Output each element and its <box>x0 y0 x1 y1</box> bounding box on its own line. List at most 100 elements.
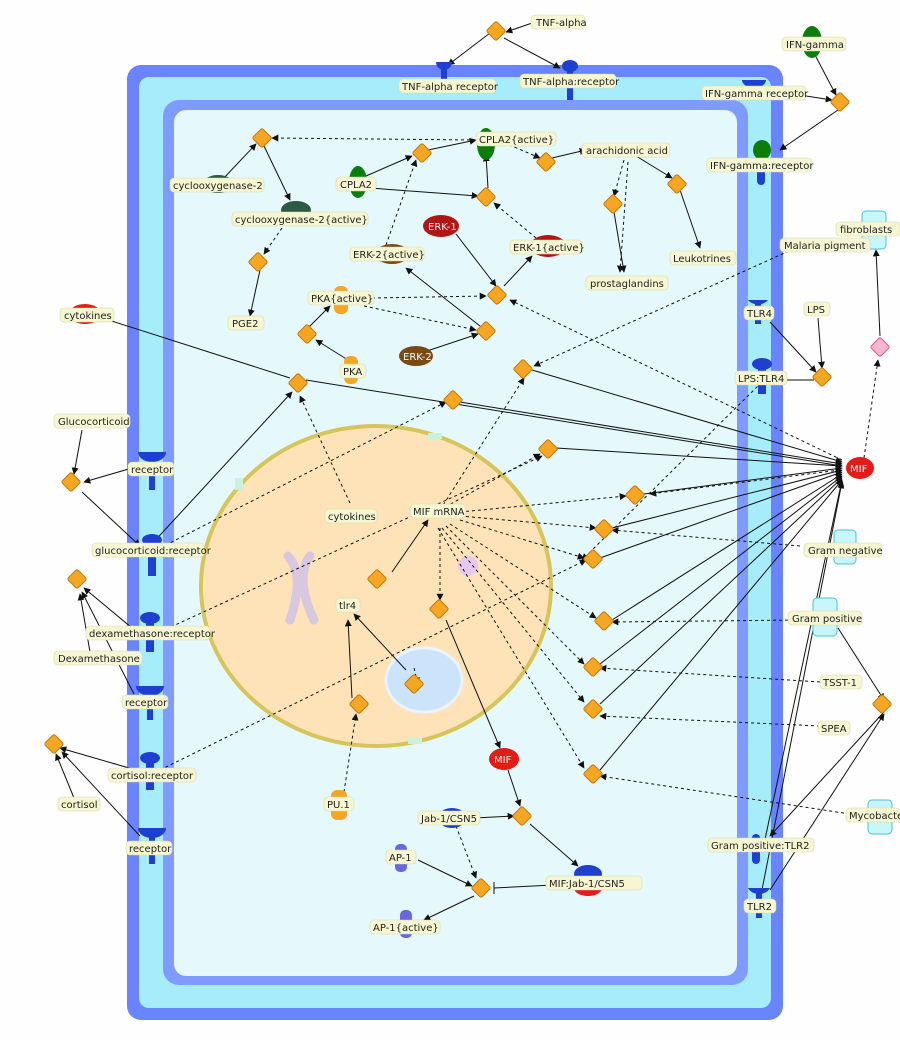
process-node <box>252 128 272 148</box>
svg-text:MIF:Jab-1/CSN5: MIF:Jab-1/CSN5 <box>549 879 625 890</box>
svg-text:fibroblasts: fibroblasts <box>840 225 892 236</box>
process-node <box>486 21 506 41</box>
svg-text:Gram negative: Gram negative <box>808 546 883 557</box>
svg-text:ERK-2{active}: ERK-2{active} <box>353 250 425 261</box>
svg-text:tlr4: tlr4 <box>339 601 356 612</box>
nuclear-pore <box>428 433 442 439</box>
svg-text:SPEA: SPEA <box>821 724 847 735</box>
label-fibroblasts: fibroblasts <box>835 221 900 237</box>
svg-text:MIF: MIF <box>494 755 512 766</box>
svg-text:cytokines: cytokines <box>328 512 376 523</box>
process-node <box>44 734 64 754</box>
label-ap1-active: AP-1{active} <box>369 919 441 935</box>
process-node <box>583 657 603 677</box>
process-node <box>476 321 496 341</box>
process-node <box>583 764 603 784</box>
svg-text:TLR2: TLR2 <box>746 902 772 913</box>
process-node <box>513 359 533 379</box>
label-erk1-active: ERK-1{active} <box>509 239 585 255</box>
label-spea: SPEA <box>817 720 851 736</box>
svg-text:PKA{active}: PKA{active} <box>311 294 373 305</box>
label-glucocorticoid: Glucocorticoid <box>53 413 131 429</box>
label-cortisol-receptor: cortisol:receptor <box>107 767 197 783</box>
svg-text:glucocorticoid:receptor: glucocorticoid:receptor <box>95 546 212 557</box>
label-lps: LPS <box>803 301 831 317</box>
label-ap1: AP-1 <box>385 849 417 865</box>
label-mif-center: MIF <box>494 755 512 766</box>
process-node <box>487 285 507 305</box>
label-gram-positive-tlr2: Gram positive:TLR2 <box>707 837 815 853</box>
svg-text:TNF-alpha: TNF-alpha <box>535 18 587 29</box>
svg-text:cyclooxygenase-2: cyclooxygenase-2 <box>173 181 263 192</box>
label-cortisol: cortisol <box>57 796 101 812</box>
svg-text:ERK-2: ERK-2 <box>403 352 432 363</box>
svg-text:MIF: MIF <box>850 464 868 475</box>
nucleolus <box>384 646 464 714</box>
label-glucocorticoid-receptor: glucocorticoid:receptor <box>91 542 212 558</box>
svg-text:CPLA2: CPLA2 <box>340 180 372 191</box>
receptor-tnf-left <box>436 62 452 80</box>
process-node <box>583 699 603 719</box>
label-prostaglandins: prostaglandins <box>585 275 669 291</box>
erk2-shape <box>399 346 433 366</box>
svg-text:PGE2: PGE2 <box>232 319 258 330</box>
chromosome-icon <box>283 551 319 625</box>
process-node <box>512 806 532 826</box>
process-node <box>67 569 87 589</box>
process-node <box>412 143 432 163</box>
process-node <box>594 611 614 631</box>
label-ifn-gamma-receptor-complex: IFN-gamma:receptor <box>706 157 814 173</box>
process-node <box>594 519 614 539</box>
process-node <box>429 599 449 619</box>
process-node <box>583 549 603 569</box>
svg-text:Malaria pigment: Malaria pigment <box>784 241 866 252</box>
label-erk2: ERK-2 <box>403 352 432 363</box>
label-arachidonic-acid: arachidonic acid <box>581 142 671 158</box>
labels: TNF-alpha TNF-alpha receptor TNF-alpha:r… <box>53 14 900 935</box>
svg-text:Gram positive: Gram positive <box>792 614 862 625</box>
label-jab1-csn5: Jab-1/CSN5 <box>417 810 481 826</box>
svg-text:AP-1: AP-1 <box>389 853 412 864</box>
process-node <box>870 337 890 357</box>
svg-text:MIF mRNA: MIF mRNA <box>413 507 465 518</box>
process-node <box>667 174 687 194</box>
svg-text:LPS:TLR4: LPS:TLR4 <box>738 374 784 385</box>
mif-right-shape <box>846 457 874 479</box>
svg-text:Glucocorticoid: Glucocorticoid <box>58 417 130 428</box>
process-node <box>404 674 424 694</box>
process-node <box>538 439 558 459</box>
label-tlr2: TLR2 <box>743 898 777 914</box>
svg-text:TSST-1: TSST-1 <box>822 678 857 689</box>
svg-text:ERK-1: ERK-1 <box>428 222 457 233</box>
process-node <box>443 390 463 410</box>
svg-text:ERK-1{active}: ERK-1{active} <box>513 243 585 254</box>
label-cpla2: CPLA2 <box>335 176 377 192</box>
svg-text:TNF-alpha receptor: TNF-alpha receptor <box>401 82 499 93</box>
svg-text:IFN-gamma: IFN-gamma <box>786 40 844 51</box>
label-cytokines-outside: cytokines <box>59 307 115 323</box>
svg-text:AP-1{active}: AP-1{active} <box>373 923 439 934</box>
svg-text:PKA: PKA <box>343 367 362 378</box>
svg-text:Dexamethasone: Dexamethasone <box>58 654 140 665</box>
erk1-shape <box>423 215 459 237</box>
svg-text:TLR4: TLR4 <box>746 309 772 320</box>
svg-text:receptor: receptor <box>125 698 168 709</box>
svg-text:cortisol:receptor: cortisol:receptor <box>111 771 194 782</box>
svg-text:IFN-gamma receptor: IFN-gamma receptor <box>705 89 809 100</box>
edges <box>55 21 885 921</box>
label-tnf-alpha-receptor-complex: TNF-alpha:receptor <box>519 73 620 89</box>
process-node <box>367 569 387 589</box>
label-ifn-gamma: IFN-gamma <box>781 36 847 52</box>
label-cyclooxygenase-2-active: cyclooxygenase-2{active} <box>231 211 369 227</box>
label-receptor-2: receptor <box>121 694 169 710</box>
label-pge2: PGE2 <box>227 315 265 331</box>
svg-text:dexamethasone:receptor: dexamethasone:receptor <box>89 629 216 640</box>
label-cytokines-nucleus: cytokines <box>324 508 378 524</box>
label-pu1: PU.1 <box>323 796 355 812</box>
label-mif-jab1-csn5: MIF:Jab-1/CSN5 <box>545 875 643 891</box>
label-receptor-3: receptor <box>125 840 173 856</box>
svg-text:TNF-alpha:receptor: TNF-alpha:receptor <box>522 77 620 88</box>
process-node <box>830 92 850 112</box>
label-pka: PKA <box>339 363 367 379</box>
label-ifn-gamma-receptor: IFN-gamma receptor <box>701 85 809 101</box>
